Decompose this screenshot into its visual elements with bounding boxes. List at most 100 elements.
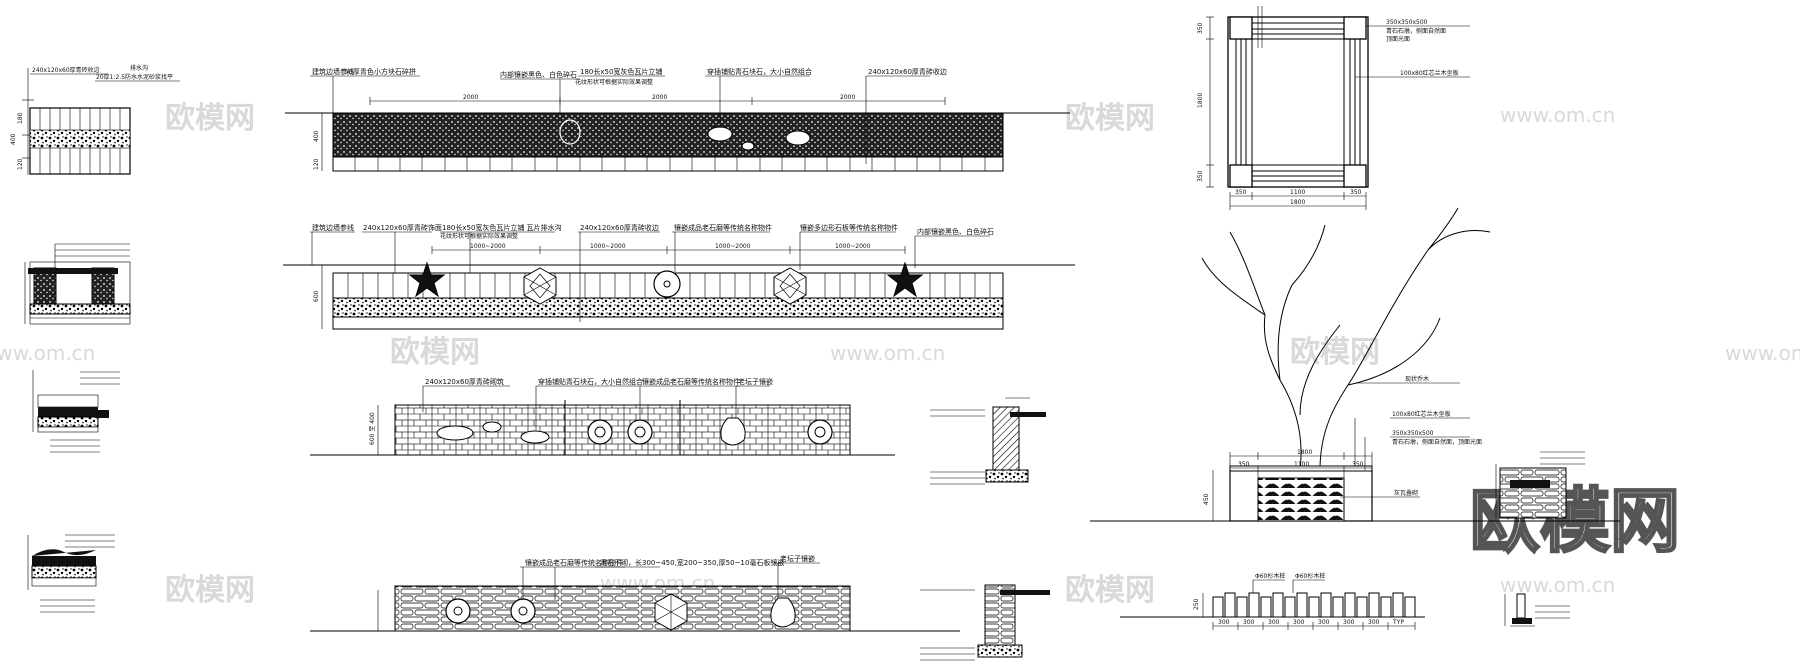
label-dry-stone: 青石干砌，长300~450,宽200~350,厚50~1 xyxy=(600,558,745,567)
svg-text:350: 350 xyxy=(1197,22,1204,34)
star-inlay xyxy=(886,261,924,298)
label-polygon-slab: 镶嵌多边形石板等传统名称物件 xyxy=(800,223,898,232)
label-grey-tile: 灰瓦叠砌 xyxy=(1394,489,1418,497)
label-tile-drain: 180长x50宽灰色瓦片立铺 瓦片排水沟 xyxy=(442,223,562,232)
label-wall-line: 建筑边墙参线 xyxy=(312,223,354,232)
elevation-1: 2000 2000 2000 400 120 建筑边墙参线 50厚青色小方块石碎… xyxy=(285,67,1070,172)
label-drain: 排水沟 xyxy=(130,64,148,72)
millstone-inlay xyxy=(510,598,536,624)
watermark-text: 欧模网 xyxy=(390,335,480,370)
watermark-text: 欧模网 xyxy=(1290,335,1380,370)
label-jar: 老坛子镶嵌 xyxy=(780,554,815,563)
section-e xyxy=(930,397,1046,485)
label-brick-edge: 240x120x60厚青砖收边 xyxy=(32,66,100,74)
label-wall-line: 建筑边墙参线 xyxy=(312,67,354,76)
label-tile-note: 花纹形状可根据实际效果调整 xyxy=(575,78,653,86)
plan-square: 350 1800 350 350 1100 350 1800 350x350x5… xyxy=(1197,6,1470,210)
svg-text:300: 300 xyxy=(1293,619,1305,626)
label-stone-pier: 青石石墩，侧面自然面，顶面光面 xyxy=(1392,438,1482,446)
jar-inlay xyxy=(770,597,796,628)
hexagon-inlay xyxy=(654,593,688,631)
svg-text:300: 300 xyxy=(1343,619,1355,626)
svg-text:180: 180 xyxy=(17,112,24,124)
millstone-inlay xyxy=(807,419,833,445)
svg-text:250: 250 xyxy=(1193,598,1200,610)
svg-text:300: 300 xyxy=(1243,619,1255,626)
svg-text:400: 400 xyxy=(313,130,320,142)
label-slab-inlay: 0毫石板镶嵌 xyxy=(745,558,784,567)
detail-d xyxy=(27,534,115,613)
svg-text:1800: 1800 xyxy=(1197,93,1204,108)
hexagon-inlay-2 xyxy=(773,267,807,305)
tree-trunk-icon xyxy=(1201,207,1491,471)
label-tile-note: 花纹形状可根据实际效果调整 xyxy=(440,232,518,240)
section-f xyxy=(920,584,1050,661)
svg-text:2000: 2000 xyxy=(652,94,667,101)
svg-text:1800: 1800 xyxy=(1290,199,1305,206)
svg-text:400: 400 xyxy=(10,133,17,145)
watermark-text: 欧模网 xyxy=(1065,573,1155,608)
label-stone-mosaic: 50厚青色小方块石碎拼 xyxy=(344,67,416,76)
label-inlay-gravel: 内部镶嵌黑色、白色碎石 xyxy=(917,227,994,236)
tree-section: 1800 350 1100 350 450 现状乔木 100x80红芯兰木坐板 … xyxy=(1090,207,1620,522)
detail-b xyxy=(24,243,131,325)
label-millstone: 镶嵌成品老石磨等传统名称物件 xyxy=(674,223,772,232)
label-mortar: 20厚1:2.5防水水泥砂浆找平 xyxy=(96,73,173,81)
label-inlay-gravel: 内部镶嵌黑色、白色碎石 xyxy=(500,70,577,79)
brick-course xyxy=(39,108,121,130)
label-brick-masonry: 240x120x60厚青砖砌筑 xyxy=(425,377,504,386)
label-stone-pier: 青石石墩，侧面自然面 xyxy=(1386,27,1446,35)
elevation-2: 1000~2000 1000~2000 1000~2000 1000~2000 … xyxy=(283,223,1075,330)
label-tile: 180长x50宽灰色瓦片立铺 xyxy=(580,67,662,76)
label-jar: 老坛子镶嵌 xyxy=(738,377,773,386)
label-top-face: 顶面光面 xyxy=(1386,35,1410,43)
label-stone-pier-size: 350x350x500 xyxy=(1386,19,1428,26)
star-inlay xyxy=(408,261,446,298)
svg-text:120: 120 xyxy=(313,158,320,170)
svg-text:600: 600 xyxy=(313,290,320,302)
svg-text:350: 350 xyxy=(1238,461,1250,468)
svg-text:1000~2000: 1000~2000 xyxy=(590,243,626,250)
section-g xyxy=(1495,451,1585,519)
svg-text:TYP: TYP xyxy=(1392,619,1404,626)
fence-section xyxy=(1504,593,1570,627)
watermark-url: www.om.cn xyxy=(1725,341,1800,365)
label-brick-edge: 240x120x60厚青砖收边 xyxy=(580,223,659,232)
label-brick-edge: 240x120x60厚青砖收边 xyxy=(868,67,947,76)
svg-text:1000~2000: 1000~2000 xyxy=(470,243,506,250)
detail-c xyxy=(32,370,120,453)
watermark-url: www.om.cn xyxy=(1500,103,1615,127)
svg-text:300: 300 xyxy=(1318,619,1330,626)
label-wood-bench: 100x80红芯兰木坐板 xyxy=(1400,69,1459,77)
millstone-inlay xyxy=(587,419,613,445)
jar-inlay xyxy=(720,417,746,446)
detail-a: 400 180 120 240x120x60 xyxy=(10,64,180,175)
timber-posts xyxy=(1212,592,1416,618)
label-existing-tree: 现状乔木 xyxy=(1405,375,1429,383)
watermark-url: www.om.cn xyxy=(830,341,945,365)
label-bluestone: 穿插铺贴青石块石，大小自然组合 xyxy=(707,67,812,76)
watermark-url: www.om.cn xyxy=(0,341,95,365)
bottom-brick-joints xyxy=(354,157,986,171)
watermark-text: 欧模网 xyxy=(165,573,255,608)
label-fir-post: Φ60杉木桩 xyxy=(1255,572,1285,580)
svg-text:1000~2000: 1000~2000 xyxy=(835,243,871,250)
svg-text:350: 350 xyxy=(1352,461,1364,468)
millstone-inlay xyxy=(445,598,471,624)
millstone-inlay xyxy=(653,270,681,298)
svg-text:350: 350 xyxy=(1235,189,1247,196)
label-bluestone: 穿插铺贴青石块石，大小自然组合 xyxy=(538,377,643,386)
svg-text:300: 300 xyxy=(1368,619,1380,626)
bench-slats xyxy=(1235,22,1361,182)
label-wood-bench: 100x80红芯兰木坐板 xyxy=(1392,410,1451,418)
svg-text:1800: 1800 xyxy=(1297,449,1312,456)
svg-text:350: 350 xyxy=(1350,189,1362,196)
label-brick-face: 240x120x60厚青砖饰面 xyxy=(363,223,442,232)
label-millstone: 镶嵌成品老石磨等传统名称物件 xyxy=(525,558,623,567)
svg-text:300: 300 xyxy=(1268,619,1280,626)
svg-text:300: 300 xyxy=(1218,619,1230,626)
svg-text:600 至 400: 600 至 400 xyxy=(369,412,376,445)
svg-text:1000~2000: 1000~2000 xyxy=(715,243,751,250)
watermark-group: 欧模网 欧模网 www.om.cn www.om.cn 欧模网 www.om.c… xyxy=(0,101,1800,608)
